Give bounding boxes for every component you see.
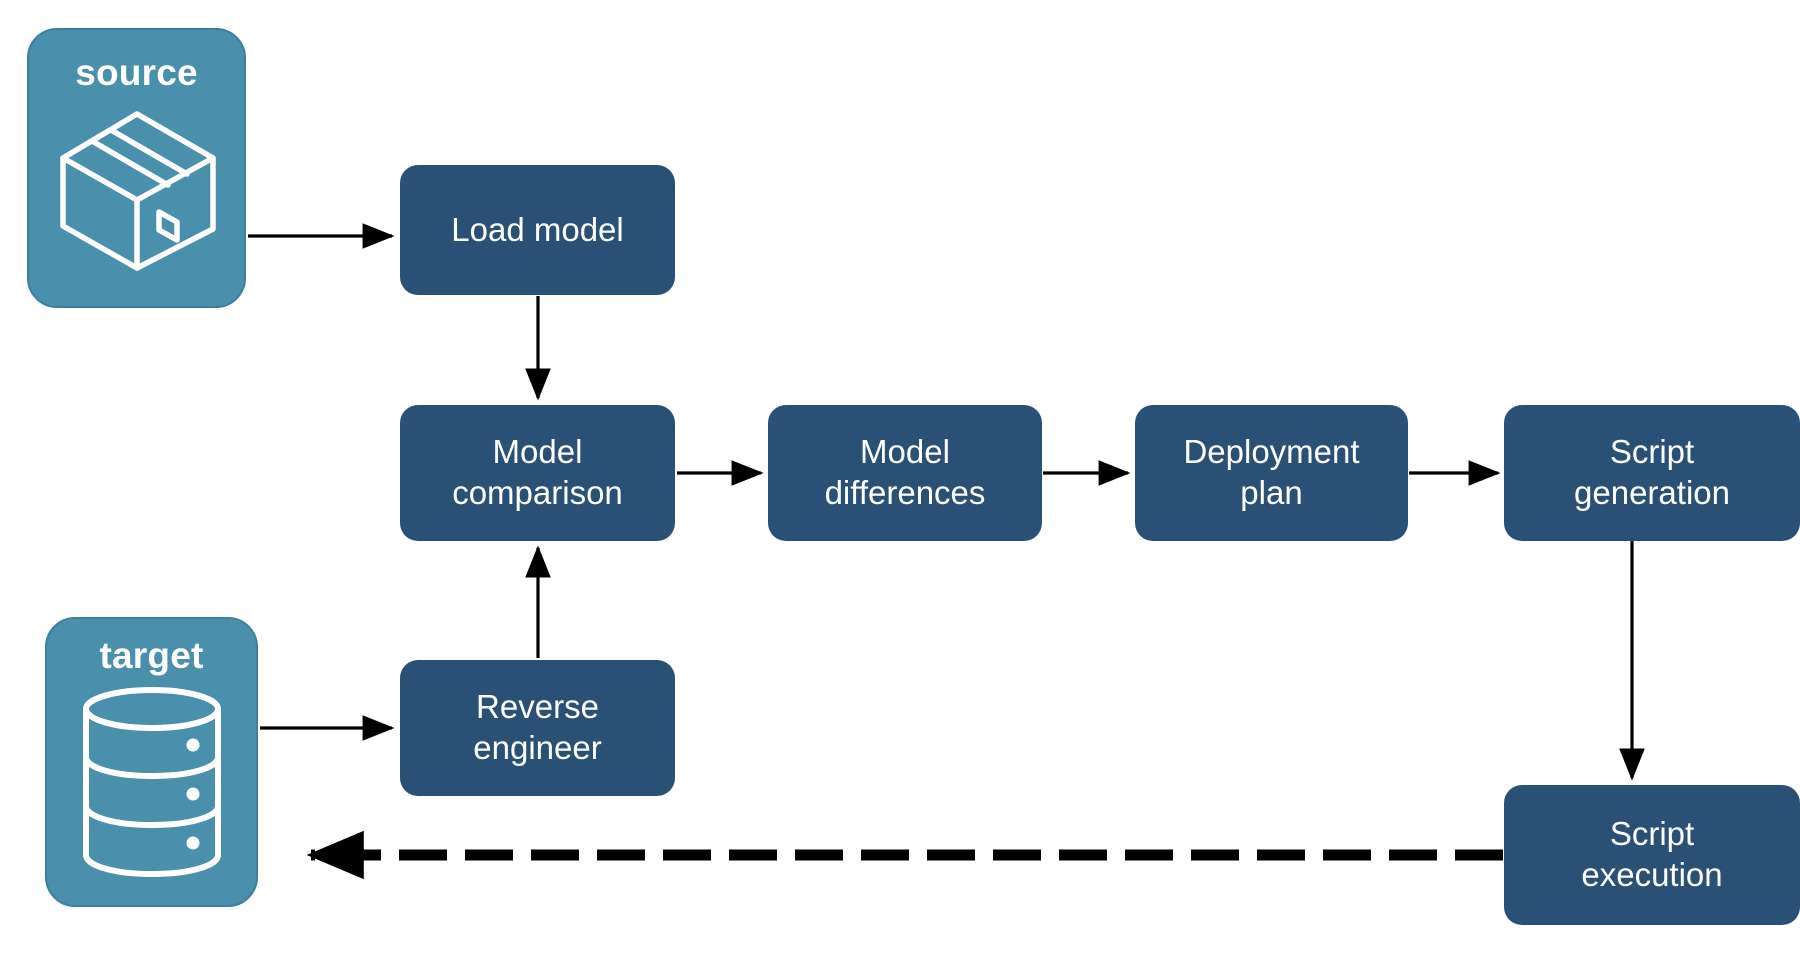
target-card-title: target	[99, 635, 204, 676]
process-label-reverse-engineer: Reverse engineer	[473, 688, 602, 766]
process-label-deployment-plan: Deployment plan	[1183, 433, 1360, 511]
target-endpoint-card[interactable]: target	[45, 617, 258, 907]
process-label-model-comparison: Model comparison	[452, 433, 623, 511]
process-box-load-model[interactable]: Load model	[400, 165, 675, 295]
source-endpoint-card[interactable]: source	[27, 28, 246, 308]
process-label-script-execution: Script execution	[1581, 815, 1723, 893]
process-label-load-model: Load model	[451, 210, 624, 248]
process-box-deployment-plan[interactable]: Deployment plan	[1135, 405, 1408, 541]
process-box-script-execution[interactable]: Script execution	[1504, 785, 1800, 925]
process-label-script-generation: Script generation	[1574, 433, 1730, 511]
process-box-model-differences[interactable]: Model differences	[768, 405, 1042, 541]
process-box-script-generation[interactable]: Script generation	[1504, 405, 1800, 541]
package-box-icon	[29, 91, 244, 290]
database-cylinder-icon	[47, 674, 256, 889]
source-card-title: source	[75, 52, 198, 93]
process-box-reverse-engineer[interactable]: Reverse engineer	[400, 660, 675, 796]
process-box-model-comparison[interactable]: Model comparison	[400, 405, 675, 541]
process-label-model-differences: Model differences	[824, 433, 986, 511]
